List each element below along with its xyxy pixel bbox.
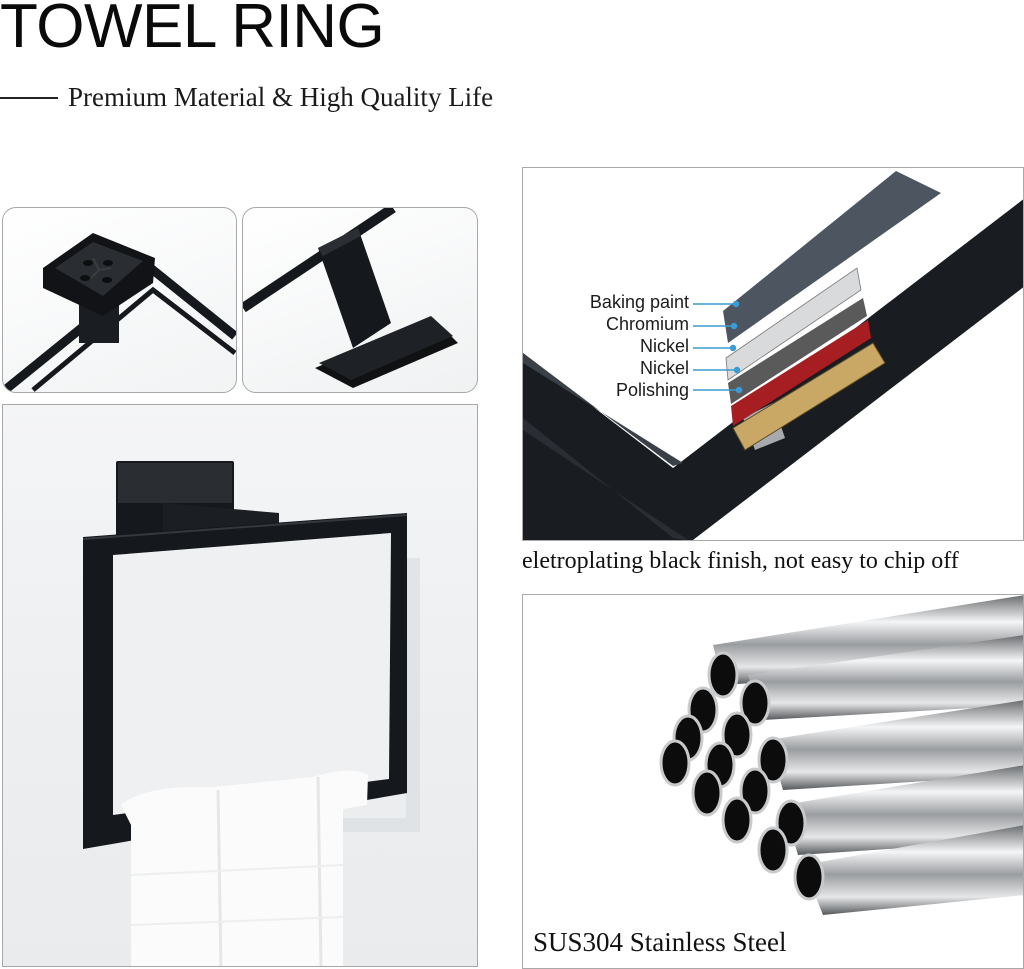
layer-label-polishing: Polishing bbox=[615, 380, 689, 400]
layer-label-nickel-2: Nickel bbox=[639, 358, 689, 378]
layer-labels: Baking paint Chromium Nickel Nickel Poli… bbox=[543, 292, 689, 412]
mount-plate-closeup-image bbox=[243, 208, 458, 388]
page-title: TOWEL RING bbox=[0, 0, 385, 61]
layer-label-nickel-1: Nickel bbox=[639, 336, 689, 356]
layer-label-baking-paint: Baking paint bbox=[589, 292, 689, 312]
mount-closeup-image bbox=[3, 233, 236, 392]
towel-ring-image bbox=[82, 461, 420, 966]
plating-caption: eletroplating black finish, not easy to … bbox=[522, 548, 959, 574]
subtitle-text: Premium Material & High Quality Life bbox=[68, 82, 494, 112]
detail-panel-bottom-mount bbox=[242, 207, 478, 393]
detail-panel-top-mount bbox=[2, 207, 237, 393]
leader-lines bbox=[693, 300, 743, 394]
stainless-steel-panel: SUS304 Stainless Steel bbox=[522, 594, 1024, 969]
main-product-panel bbox=[2, 404, 478, 967]
plating-layers-panel: Baking paint Chromium Nickel Nickel Poli… bbox=[522, 167, 1024, 541]
steel-tubes-image bbox=[659, 595, 1023, 915]
plating-diagram-image bbox=[523, 171, 1023, 540]
page-subtitle: Premium Material & High Quality Life bbox=[0, 82, 493, 113]
steel-caption: SUS304 Stainless Steel bbox=[533, 927, 787, 957]
layer-label-chromium: Chromium bbox=[605, 314, 689, 334]
dash-divider bbox=[0, 97, 58, 99]
